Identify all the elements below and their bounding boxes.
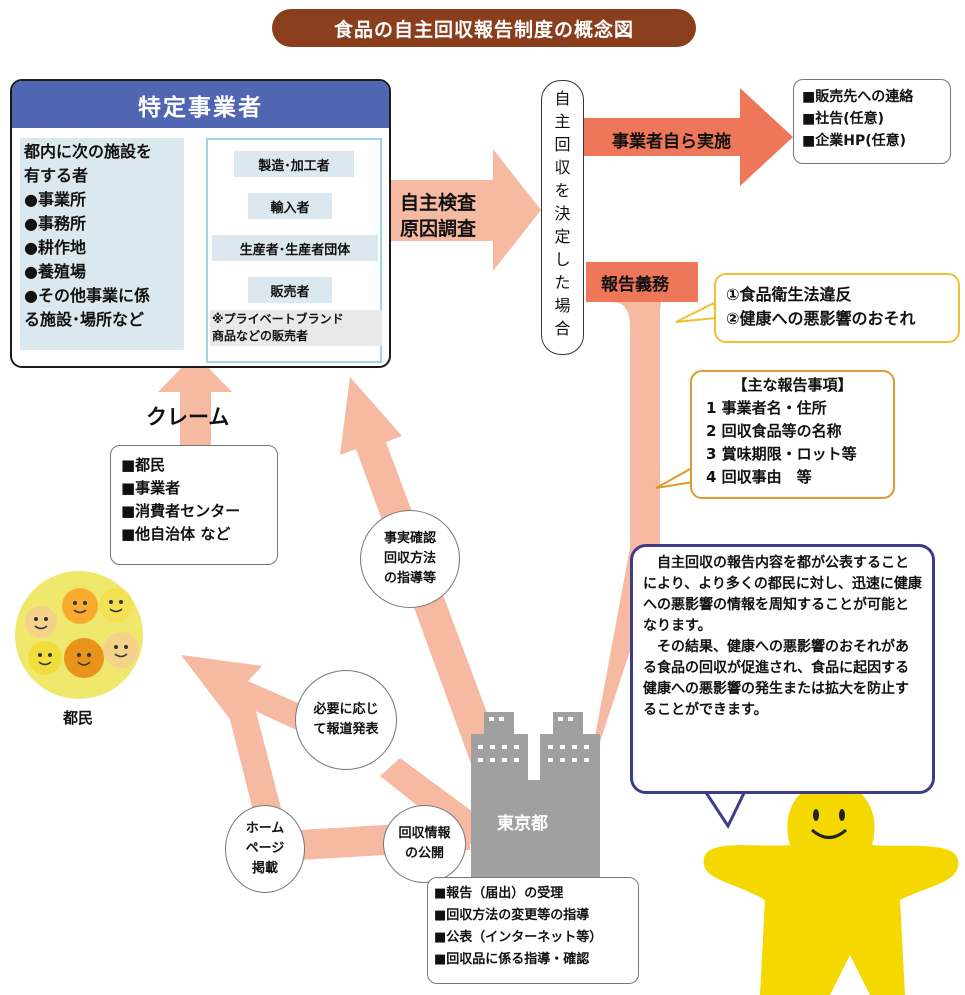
source-item: ■事業者: [121, 479, 181, 497]
claim-label: クレーム: [146, 405, 230, 429]
smiling-faces-icon: [15, 571, 143, 699]
bubble-tail: [702, 789, 748, 830]
building-icon: [471, 712, 600, 880]
decision-char: 回: [554, 135, 571, 154]
tokyo-task: ■回収品に係る指導・確認: [434, 952, 590, 967]
violation-item: ①食品衛生法違反: [726, 285, 852, 304]
source-item: ■都民: [121, 456, 166, 474]
tokyo-label: 東京都: [497, 814, 548, 834]
decision-char: 自: [554, 89, 571, 108]
decision-char: 主: [554, 112, 571, 131]
facility-item: ●事務所: [24, 214, 86, 233]
notification-item: ■企業HP(任意): [802, 133, 907, 149]
report-duty-label: 報告義務: [601, 275, 669, 295]
violation-item: ②健康への悪影響のおそれ: [726, 309, 916, 328]
inspection-line: 原因調査: [400, 218, 477, 240]
note-line: 商品などの販売者: [212, 329, 309, 343]
facility-list: 都内に次の施設を 有する者 ●事業所 ●事務所 ●耕作地 ●養殖場 ●その他事業…: [20, 138, 184, 350]
facility-item: ●養殖場: [24, 262, 86, 281]
report-item: 1 事業者名・住所: [706, 399, 827, 417]
self-action-label: 事業者自ら実施: [612, 132, 731, 152]
note-line: ※プライベートブランド: [212, 312, 344, 326]
report-item: 3 賞味期限・ロット等: [706, 445, 857, 463]
tokyo-tasks-box: ■報告（届出）の受理 ■回収方法の変更等の指導 ■公表（インターネット等） ■回…: [427, 877, 639, 984]
facility-intro-line: 有する者: [24, 166, 89, 185]
decision-char: 定: [554, 227, 571, 246]
facility-item: ●その他事業に係: [24, 286, 150, 305]
tokyo-task: ■回収方法の変更等の指導: [434, 908, 590, 923]
business-types: 製造･加工者 輸入者 生産者･生産者団体 販売者 ※プライベートブランド 商品な…: [206, 138, 382, 363]
source-item: ■消費者センター: [121, 502, 241, 520]
inspection-label: 自主検査 原因調査: [400, 190, 476, 242]
decision-char: を: [554, 181, 571, 200]
guidance-circle: 事実確認 回収方法 の指導等: [360, 510, 460, 608]
tokyo-task: ■報告（届出）の受理: [434, 886, 564, 901]
private-brand-note: ※プライベートブランド 商品などの販売者: [210, 310, 382, 346]
notification-item: ■社告(任意): [802, 111, 885, 127]
press-release-circle: 必要に応じ て報道発表: [295, 670, 397, 770]
tokyo-task: ■公表（インターネット等）: [434, 930, 603, 945]
decision-char: 収: [554, 158, 571, 177]
type-producer: 生産者･生産者団体: [212, 235, 378, 261]
report-arrow: [513, 262, 690, 842]
notification-box: ■販売先への連絡 ■社告(任意) ■企業HP(任意): [793, 79, 951, 164]
self-action-arrow: [584, 88, 793, 186]
specified-business-box: 特定事業者 都内に次の施設を 有する者 ●事業所 ●事務所 ●耕作地 ●養殖場 …: [10, 79, 391, 368]
type-manufacturer: 製造･加工者: [234, 151, 354, 177]
violation-box: ①食品衛生法違反 ②健康への悪影響のおそれ: [714, 273, 960, 343]
recall-decision-box: 自 主 回 収 を 決 定 し た 場 合: [541, 80, 584, 355]
inspection-arrow: [391, 149, 541, 271]
guidance-arrow: [340, 377, 524, 832]
report-heading: 【主な報告事項】: [732, 376, 853, 394]
facility-item: る施設･場所など: [24, 310, 145, 329]
decision-char: 決: [554, 204, 571, 223]
decision-char: し: [554, 250, 571, 269]
facility-item: ●事業所: [24, 190, 86, 209]
homepage-circle: ホーム ページ 掲載: [225, 805, 305, 893]
business-header: 特定事業者: [12, 81, 389, 128]
report-duty-band: [586, 262, 698, 302]
mascot-icon: [703, 782, 959, 995]
type-importer: 輸入者: [248, 193, 332, 219]
publication-paragraph: その結果、健康への悪影響のおそれがある食品の回収が促進され、食品に起因する健康へ…: [643, 639, 910, 718]
claim-arrow: [158, 354, 232, 448]
decision-char: 場: [554, 296, 571, 315]
disclosure-circle: 回収情報 の公開: [383, 805, 466, 883]
report-items-box: 【主な報告事項】 1 事業者名・住所 2 回収食品等の名称 3 賞味期限・ロット…: [690, 370, 895, 499]
facility-item: ●耕作地: [24, 238, 86, 257]
source-item: ■他自治体 など: [121, 525, 231, 543]
citizens-label: 都民: [63, 709, 94, 727]
inspection-line: 自主検査: [400, 192, 477, 214]
decision-char: た: [554, 273, 571, 292]
publication-paragraph: 自主回収の報告内容を都が公表することにより、より多くの都民に対し、迅速に健康への…: [643, 555, 922, 634]
decision-char: 合: [554, 319, 571, 338]
report-item: 2 回収食品等の名称: [706, 422, 842, 440]
type-seller: 販売者: [248, 277, 332, 303]
publication-bubble: 自主回収の報告内容を都が公表することにより、より多くの都民に対し、迅速に健康への…: [630, 544, 935, 794]
diagram-title: 食品の自主回収報告制度の概念図: [272, 9, 696, 47]
homepage-link: [226, 696, 282, 830]
notification-item: ■販売先への連絡: [802, 89, 914, 105]
facility-intro-line: 都内に次の施設を: [24, 142, 153, 161]
report-item: 4 回収事由 等: [706, 468, 812, 486]
complaint-sources-box: ■都民 ■事業者 ■消費者センター ■他自治体 など: [110, 445, 278, 565]
